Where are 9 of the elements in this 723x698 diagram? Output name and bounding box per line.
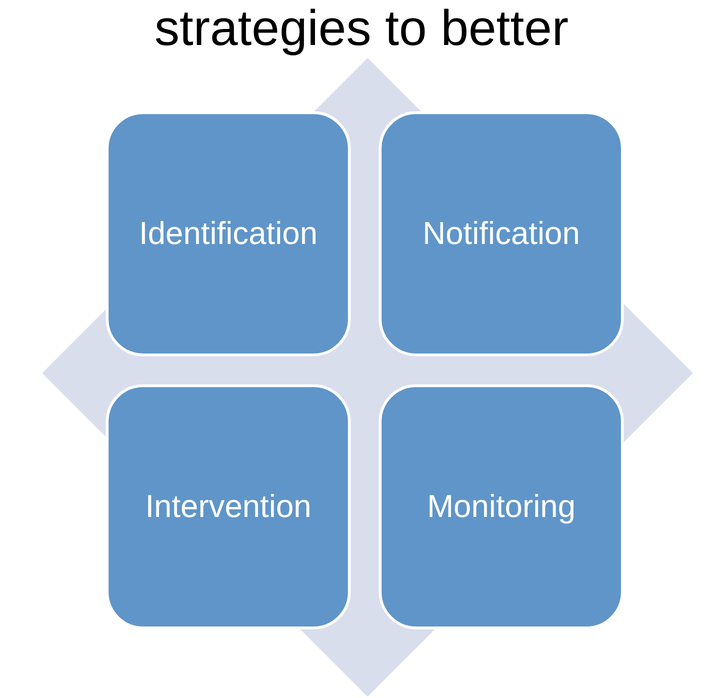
rounded-box: [106, 384, 351, 630]
box-label: Intervention: [145, 488, 312, 526]
title: strategies to better: [153, 0, 570, 56]
rounded-box: [378, 111, 624, 356]
box-label: Identification: [139, 216, 318, 252]
box-label: Monitoring: [427, 488, 576, 526]
rounded-box: [106, 111, 351, 356]
box-label: Notification: [422, 216, 580, 252]
rounded-box: [378, 384, 624, 630]
